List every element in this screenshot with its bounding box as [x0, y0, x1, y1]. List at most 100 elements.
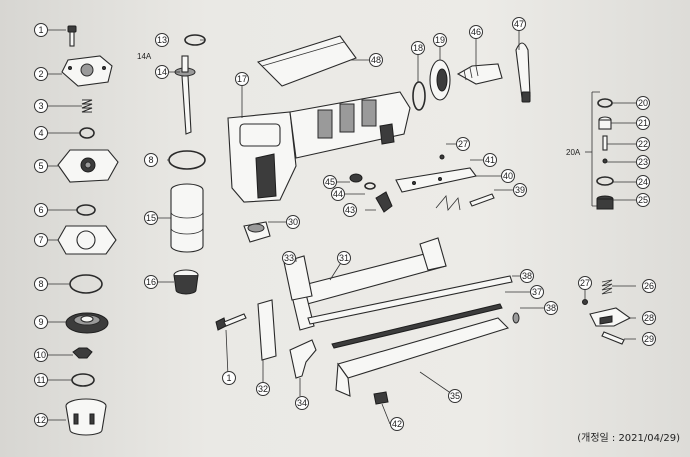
svg-text:26: 26	[644, 281, 654, 291]
svg-text:20: 20	[638, 98, 648, 108]
part-bolt-1-lower	[215, 313, 247, 331]
svg-text:17: 17	[237, 74, 247, 84]
callout-45: 45	[323, 175, 337, 189]
part-screw-1	[67, 25, 77, 47]
part-cap-plate-2	[61, 55, 113, 87]
part-cylinder-15	[170, 183, 204, 253]
callout-38-lower: 38	[544, 301, 558, 315]
sub-label-14a: 14A	[137, 52, 152, 61]
subassembly-box-20a	[585, 91, 600, 207]
part-pin-39	[469, 193, 495, 207]
part-pin-27-top	[439, 154, 445, 160]
part-driver-blade-14	[174, 55, 196, 135]
callout-15: 15	[144, 211, 158, 225]
svg-text:31: 31	[339, 253, 349, 263]
callout-37: 37	[530, 285, 544, 299]
part-stopper-42	[373, 391, 389, 405]
part-pin-29	[601, 331, 625, 345]
part-gasket-7	[57, 225, 117, 255]
callout-13: 13	[155, 33, 169, 47]
svg-text:48: 48	[371, 55, 381, 65]
part-spring-3	[81, 99, 93, 113]
callout-28: 28	[642, 311, 656, 325]
callout-3: 3	[34, 99, 48, 113]
callout-31: 31	[337, 251, 351, 265]
part-rail-38	[307, 275, 513, 325]
part-pin-27-right	[582, 299, 588, 305]
svg-text:32: 32	[258, 384, 268, 394]
callout-9: 9	[34, 315, 48, 329]
callout-41: 41	[483, 153, 497, 167]
part-washer-20	[597, 98, 613, 108]
callout-8-left: 8	[34, 277, 48, 291]
svg-text:39: 39	[515, 185, 525, 195]
svg-text:27: 27	[458, 139, 468, 149]
svg-text:1: 1	[226, 373, 231, 383]
callout-25: 25	[636, 193, 650, 207]
callout-19: 19	[433, 33, 447, 47]
callout-43: 43	[343, 203, 357, 217]
part-oring-8-mid	[168, 150, 206, 170]
callout-46: 46	[469, 25, 483, 39]
part-pin-22	[602, 135, 608, 151]
part-deflector-48	[256, 35, 357, 87]
part-bumper-12	[65, 398, 107, 436]
callout-23: 23	[636, 155, 650, 169]
part-cylinder-cap-5	[57, 149, 119, 183]
part-valve-21	[598, 116, 612, 130]
part-lever-28	[589, 307, 632, 327]
part-ball-23	[602, 158, 608, 164]
part-oring-8-left	[69, 274, 103, 294]
callout-7: 7	[34, 233, 48, 247]
callout-26: 26	[642, 279, 656, 293]
svg-text:9: 9	[38, 317, 43, 327]
revision-date-note: (개정일 : 2021/04/29)	[577, 433, 680, 444]
svg-text:35: 35	[450, 391, 460, 401]
svg-text:14: 14	[157, 67, 167, 77]
part-bolt-43	[375, 191, 393, 213]
svg-text:28: 28	[644, 313, 654, 323]
callout-21: 21	[636, 116, 650, 130]
svg-text:8: 8	[148, 155, 153, 165]
svg-text:10: 10	[36, 350, 46, 360]
callout-32: 32	[256, 382, 270, 396]
svg-text:18: 18	[413, 43, 423, 53]
svg-text:46: 46	[471, 27, 481, 37]
callout-2: 2	[34, 67, 48, 81]
svg-text:41: 41	[485, 155, 495, 165]
part-trigger-valve-25	[596, 195, 614, 210]
svg-text:30: 30	[288, 217, 298, 227]
svg-text:2: 2	[38, 69, 43, 79]
callout-42: 42	[390, 417, 404, 431]
callout-40: 40	[501, 169, 515, 183]
svg-text:15: 15	[146, 213, 156, 223]
svg-text:11: 11	[36, 375, 45, 385]
svg-text:21: 21	[638, 118, 648, 128]
callout-27-right: 27	[578, 276, 592, 290]
svg-text:5: 5	[38, 161, 43, 171]
part-oring-4	[79, 127, 95, 139]
part-pusher-37	[331, 303, 503, 349]
callout-18: 18	[411, 41, 425, 55]
callout-35: 35	[448, 389, 462, 403]
svg-text:8: 8	[38, 279, 43, 289]
callout-48: 48	[369, 53, 383, 67]
svg-text:45: 45	[325, 177, 335, 187]
svg-text:1: 1	[38, 25, 43, 35]
part-cover-33	[283, 255, 313, 301]
svg-text:38: 38	[522, 271, 532, 281]
part-spring-40	[435, 195, 461, 211]
callout-4: 4	[34, 126, 48, 140]
callout-14: 14	[155, 65, 169, 79]
part-air-fitting-46	[456, 63, 503, 85]
part-latch-34	[289, 339, 317, 379]
callout-44: 44	[331, 187, 345, 201]
callout-29: 29	[642, 332, 656, 346]
callout-1-lower: 1	[222, 371, 236, 385]
svg-text:47: 47	[514, 19, 524, 29]
callout-5: 5	[34, 159, 48, 173]
svg-text:37: 37	[532, 287, 542, 297]
part-channel-35	[335, 317, 510, 397]
sub-label-20a: 20A	[566, 148, 581, 157]
